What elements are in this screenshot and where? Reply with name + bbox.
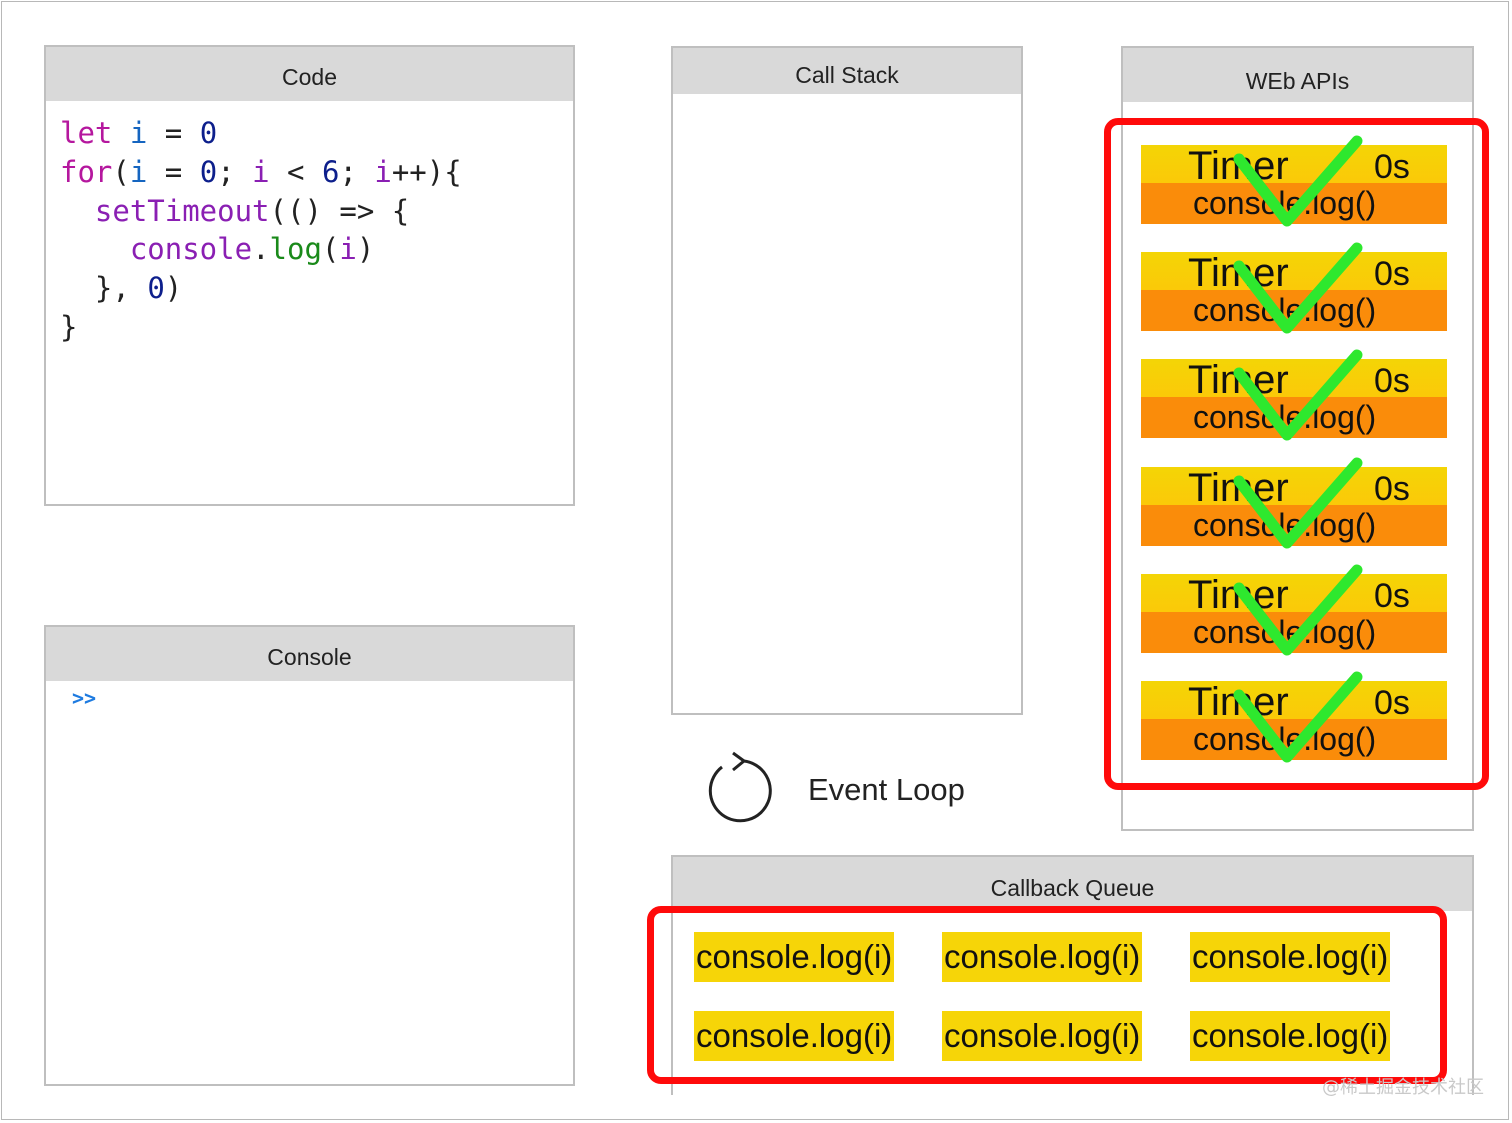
code-line: for(i = 0; i < 6; i++){ bbox=[60, 153, 462, 192]
code-token: setTimeout bbox=[94, 193, 270, 228]
console-panel: Console bbox=[44, 625, 575, 1086]
code-token: i bbox=[129, 116, 148, 150]
console-prompt: >> bbox=[72, 686, 97, 710]
console-panel-title: Console bbox=[46, 627, 573, 681]
check-icon bbox=[1233, 135, 1363, 227]
code-token: ) bbox=[164, 271, 183, 306]
check-icon bbox=[1233, 564, 1363, 656]
code-token: 0 bbox=[199, 154, 218, 189]
code-token bbox=[60, 194, 95, 228]
timer-delay: 0s bbox=[1374, 255, 1410, 294]
timer-top-band bbox=[1141, 573, 1447, 612]
callback-queue-highlight bbox=[647, 906, 1447, 1084]
call-stack-title: Call Stack bbox=[673, 48, 1021, 94]
code-token: i bbox=[252, 154, 270, 189]
queue-item: console.log(i) bbox=[1190, 932, 1391, 982]
code-line: setTimeout(() => { bbox=[60, 192, 462, 231]
timer-delay: 0s bbox=[1374, 362, 1410, 401]
callback-queue-title: Callback Queue bbox=[673, 857, 1472, 911]
code-token: ++){ bbox=[391, 154, 462, 189]
code-line: let i = 0 bbox=[60, 114, 462, 153]
code-token: ( bbox=[321, 232, 340, 267]
code-token: i bbox=[374, 154, 392, 189]
queue-item: console.log(i) bbox=[694, 1011, 895, 1061]
code-token: console bbox=[129, 232, 253, 267]
code-token: } bbox=[60, 309, 78, 344]
code-line: }, 0) bbox=[60, 269, 462, 308]
timer-top-band bbox=[1141, 252, 1447, 291]
code-token: (() => { bbox=[269, 193, 410, 228]
timer-top-band bbox=[1141, 145, 1447, 183]
timer-delay: 0s bbox=[1374, 469, 1410, 508]
code-token: log bbox=[269, 232, 322, 267]
code-token: = bbox=[147, 154, 200, 189]
code-line: } bbox=[60, 308, 462, 347]
code-token: i bbox=[339, 232, 357, 267]
code-token: }, bbox=[60, 271, 148, 306]
call-stack-panel: Call Stack bbox=[671, 46, 1023, 715]
timer-top-band bbox=[1141, 466, 1447, 505]
check-icon bbox=[1233, 349, 1363, 441]
code-panel: Code bbox=[44, 45, 575, 506]
timer-top-band bbox=[1141, 359, 1447, 398]
code-token: . bbox=[252, 232, 270, 267]
timer-top-band bbox=[1141, 681, 1447, 719]
check-icon bbox=[1233, 671, 1363, 763]
event-loop-label: Event Loop bbox=[808, 772, 965, 807]
code-token bbox=[60, 232, 130, 266]
web-apis-title: WEb APIs bbox=[1123, 48, 1472, 102]
code-panel-title: Code bbox=[46, 47, 573, 101]
queue-item: console.log(i) bbox=[942, 932, 1143, 982]
check-icon bbox=[1233, 457, 1363, 549]
code-token: ; bbox=[339, 154, 375, 189]
code-token: for bbox=[60, 154, 113, 189]
queue-item: console.log(i) bbox=[1190, 1011, 1391, 1061]
code-line: console.log(i) bbox=[60, 230, 462, 269]
timer-delay: 0s bbox=[1374, 148, 1410, 186]
code-token: < bbox=[269, 154, 322, 189]
code-token: ) bbox=[356, 232, 375, 267]
code-token: i bbox=[129, 154, 148, 189]
web-apis-highlight bbox=[1104, 118, 1489, 790]
queue-item: console.log(i) bbox=[694, 932, 895, 982]
code-token bbox=[112, 116, 129, 150]
code-token: ( bbox=[112, 154, 130, 189]
code-token: 0 bbox=[147, 271, 165, 306]
check-icon bbox=[1233, 242, 1363, 334]
timer-delay: 0s bbox=[1374, 576, 1410, 615]
code-token: = bbox=[147, 116, 200, 150]
code-token: let bbox=[60, 116, 113, 150]
timer-delay: 0s bbox=[1374, 684, 1410, 722]
code-token: 6 bbox=[321, 154, 340, 189]
code-token: ; bbox=[217, 154, 253, 189]
refresh-loop-icon bbox=[708, 751, 772, 823]
queue-item: console.log(i) bbox=[942, 1011, 1143, 1061]
watermark: @稀土掘金技术社区 bbox=[1322, 1077, 1484, 1098]
code-token: 0 bbox=[199, 116, 218, 150]
